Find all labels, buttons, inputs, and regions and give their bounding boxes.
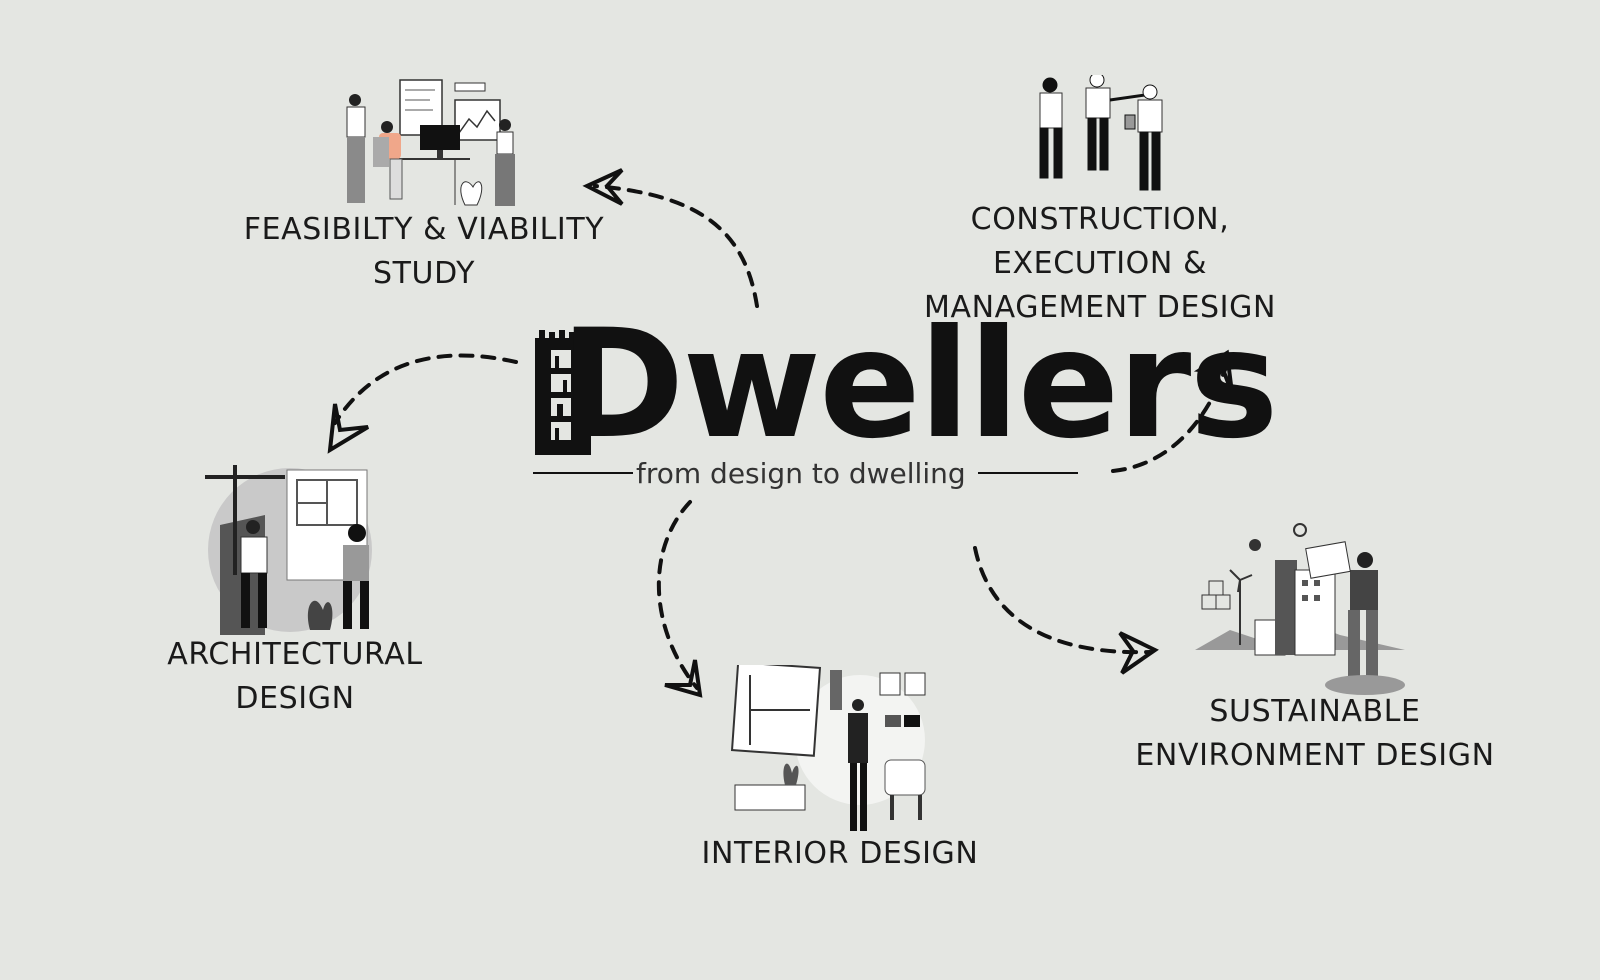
arrow-to-sustainable [973,546,1152,655]
architectural-label-line-1: ARCHITECTURAL [167,637,423,672]
sustainable-label-line-2: ENVIRONMENT DESIGN [1135,738,1495,773]
building-tower-icon [535,330,591,455]
brand-name: Dwellers [560,298,1279,472]
interior-label: INTERIOR DESIGN [680,832,1000,876]
interior-designer-icon [730,665,926,831]
green-city-icon [1195,523,1405,695]
arrowhead-feasibility [582,168,624,206]
feasibility-label: FEASIBILTY & VIABILITY STUDY [234,208,614,296]
construction-label-line-1: CONSTRUCTION, [970,202,1230,237]
arrow-to-interior [656,500,699,690]
feasibility-label-line-1: FEASIBILTY & VIABILITY [243,212,605,247]
arrowhead-architectural [327,403,370,454]
arrowhead-sustainable [1118,631,1159,675]
architect-plan-icon [205,465,372,635]
architectural-label-line-2: DESIGN [235,681,355,716]
feasibility-label-line-2: STUDY [372,256,476,291]
construction-label: CONSTRUCTION, EXECUTION & MANAGEMENT DES… [910,198,1290,330]
arrow-to-feasibility [593,184,759,308]
tagline-rule [533,472,1078,474]
feasibility-team-icon [346,79,515,206]
arrowhead-interior [664,659,703,698]
construction-label-line-3: MANAGEMENT DESIGN [923,290,1277,325]
arrow-to-architectural [333,353,518,425]
brand-tagline: from design to dwelling [636,457,966,490]
interior-label-line-1: INTERIOR DESIGN [701,836,979,871]
architectural-label: ARCHITECTURAL DESIGN [145,633,445,721]
construction-workers-icon [1039,75,1163,191]
sustainable-label: SUSTAINABLE ENVIRONMENT DESIGN [1110,690,1520,778]
sustainable-label-line-1: SUSTAINABLE [1209,694,1421,729]
arrowhead-construction [1193,349,1234,394]
construction-label-line-2: EXECUTION & [992,246,1208,281]
